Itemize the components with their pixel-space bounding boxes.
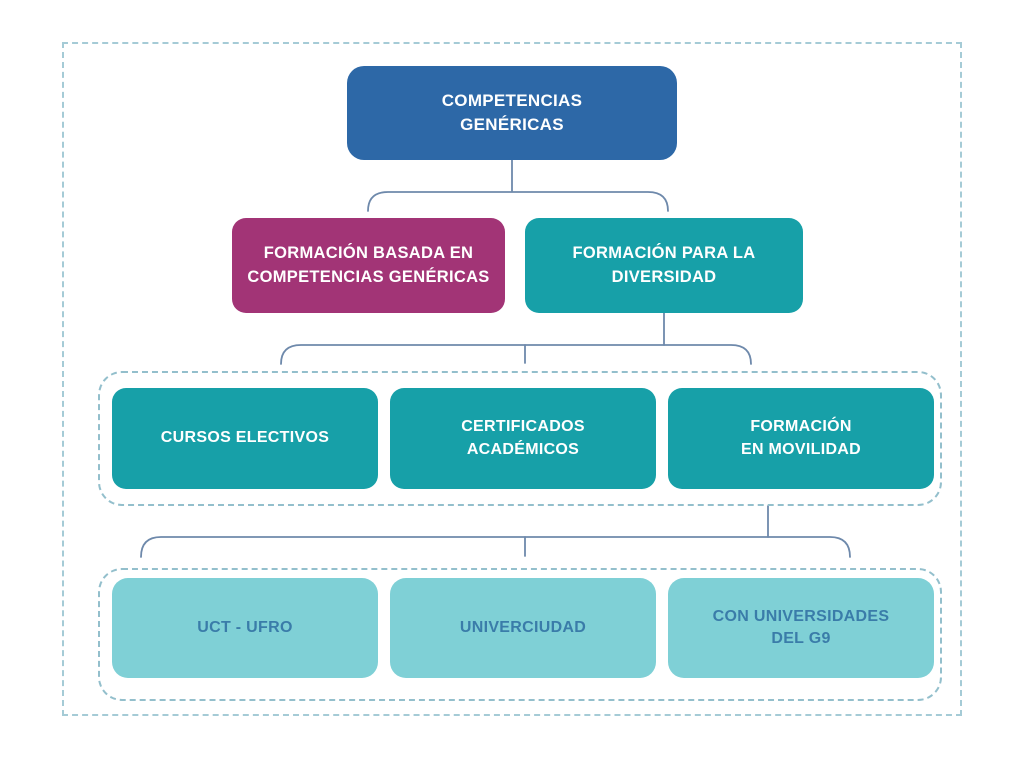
- node-uct-ufro: UCT - UFRO: [112, 578, 378, 678]
- node-con-universidades-del-g9: CON UNIVERSIDADES DEL G9: [668, 578, 934, 678]
- node-competencias-genericas: COMPETENCIAS GENÉRICAS: [347, 66, 677, 160]
- node-univerciudad: UNIVERCIUDAD: [390, 578, 656, 678]
- level3-dashed-group: [98, 371, 942, 506]
- node-formacion-en-movilidad: FORMACIÓN EN MOVILIDAD: [668, 388, 934, 489]
- node-cursos-electivos: CURSOS ELECTIVOS: [112, 388, 378, 489]
- node-formacion-basada-en-competencias: FORMACIÓN BASADA EN COMPETENCIAS GENÉRIC…: [232, 218, 505, 313]
- node-formacion-para-la-diversidad: FORMACIÓN PARA LA DIVERSIDAD: [525, 218, 803, 313]
- node-certificados-academicos: CERTIFICADOS ACADÉMICOS: [390, 388, 656, 489]
- level4-dashed-group: [98, 568, 942, 701]
- outer-dashed-frame: [62, 42, 962, 716]
